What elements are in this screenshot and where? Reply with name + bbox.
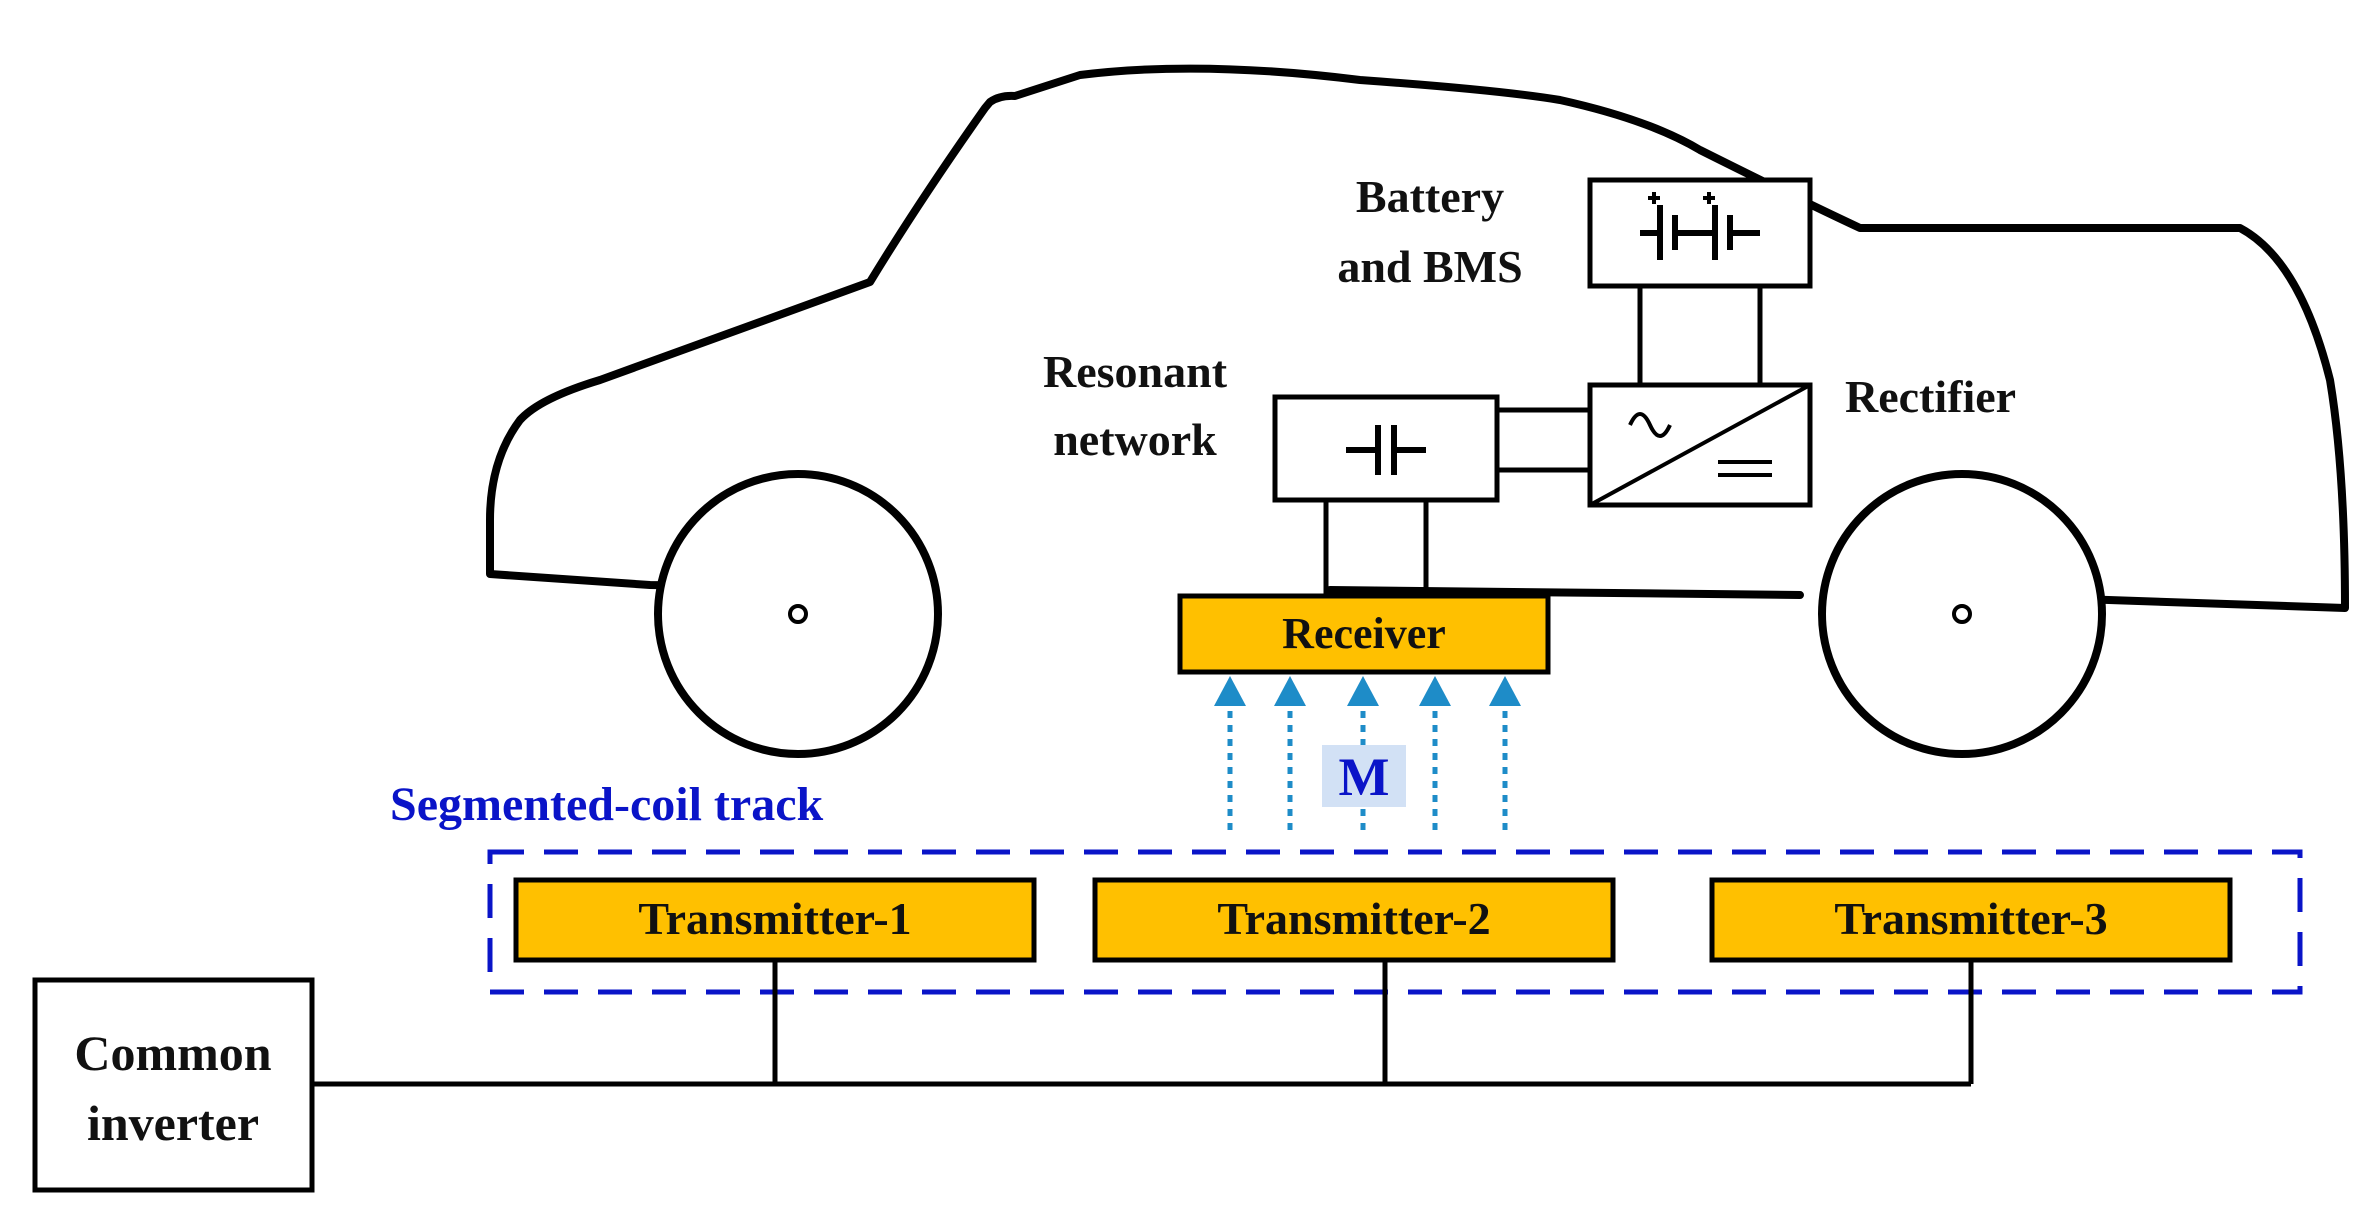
battery-label-line2: and BMS — [1337, 241, 1522, 292]
rectifier-box — [1587, 382, 1813, 508]
inverter-label-line1: Common — [74, 1025, 271, 1081]
inverter-label-line2: inverter — [87, 1095, 259, 1151]
transmitter-2-label: Transmitter-2 — [1217, 893, 1490, 944]
capacitor-icon — [1346, 425, 1426, 475]
resonant-label-line2: network — [1053, 414, 1217, 465]
front-wheel — [654, 470, 942, 758]
transmitter-3-label: Transmitter-3 — [1834, 893, 2107, 944]
battery-box — [1587, 177, 1813, 289]
ac-dc-converter-icon — [1628, 412, 1772, 477]
mutual-inductance-label: M — [1339, 747, 1390, 807]
common-inverter-box — [32, 977, 315, 1193]
transmitter-1-label: Transmitter-1 — [638, 893, 911, 944]
mutual-inductance-bg — [1322, 745, 1406, 807]
transmitter-2-coil — [1092, 877, 1616, 963]
feed-wires — [312, 960, 1974, 1087]
receiver-label: Receiver — [1282, 609, 1446, 658]
rear-wheel — [1818, 470, 2106, 758]
resonant-network-box — [1272, 394, 1500, 503]
resonant-label-line1: Resonant — [1043, 346, 1228, 397]
receiver-coil — [1177, 593, 1551, 675]
transmitter-3-coil — [1709, 877, 2233, 963]
flux-arrowheads — [1214, 676, 1521, 706]
transmitter-1-coil — [513, 877, 1037, 963]
battery-icon — [1640, 192, 1760, 260]
battery-label-line1: Battery — [1356, 171, 1504, 222]
rectifier-label: Rectifier — [1845, 371, 2016, 422]
track-label: Segmented-coil track — [390, 778, 824, 831]
